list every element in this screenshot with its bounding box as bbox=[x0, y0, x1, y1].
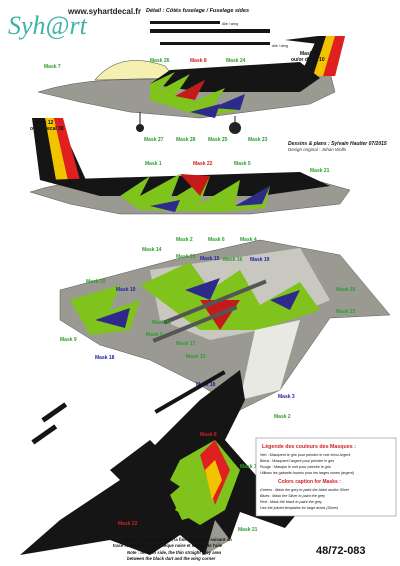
mask-label: Mask 25 bbox=[208, 137, 228, 143]
mask-label: Mask 19 bbox=[250, 257, 270, 263]
website-url: www.syhartdecal.fr bbox=[67, 7, 141, 16]
mask-label: Mask 5 bbox=[234, 161, 251, 167]
legend-line: Red : Mask the black to paint the grey bbox=[260, 500, 323, 504]
legend-line: Blues : Mask the Silver to paint the gre… bbox=[260, 494, 326, 498]
mask-label: Mask 8 bbox=[200, 432, 217, 438]
mask-label: Mask 23 bbox=[336, 309, 356, 315]
fuselage-detail-strips: Aile / wing Aile / wing bbox=[150, 21, 318, 48]
callout-line: Mask 13 bbox=[300, 51, 320, 57]
mask-label: Mask 7 bbox=[44, 64, 61, 70]
note-line: tracé rectiligne entre la flèque noire e… bbox=[113, 543, 223, 548]
mask-label: Mask 11 bbox=[152, 320, 171, 326]
mask-label: Mask 16 bbox=[223, 257, 243, 263]
mask-label: Mask 20 bbox=[176, 254, 196, 260]
mask-label: Mask 7 bbox=[240, 464, 257, 470]
mask-label: Mask 17 bbox=[176, 341, 196, 347]
mask-label: Mask 21 bbox=[310, 168, 330, 174]
top-view-labels: Mask 8 Mask 7 Mask 22 Mask 21 bbox=[118, 432, 258, 533]
mask-label: Mask 6 bbox=[208, 237, 225, 243]
side-view-right-labels: Mask 7 Mask 26 Mask 8 Mask 24 Mask 27 Ma… bbox=[44, 51, 325, 143]
legend-line: Bleus : Masquent l'argent pour peindre l… bbox=[260, 459, 334, 463]
mask-label: Mask 2 bbox=[274, 414, 291, 420]
mask-label: Mask 14 bbox=[142, 247, 162, 253]
mask-label: Mask 3 bbox=[278, 394, 295, 400]
callout-line: ou/or decal 38 bbox=[30, 126, 64, 132]
mask-label: Mask 9 bbox=[60, 337, 77, 343]
logo-text: Syh@rt bbox=[8, 11, 88, 40]
mask-label: Mask 22 bbox=[193, 161, 213, 167]
note-line: between the black dart and the wing corn… bbox=[127, 556, 216, 561]
side-view-left-labels: Mask 12 ou/or decal 38 Mask 1 Mask 22 Ma… bbox=[30, 120, 387, 243]
detail-title: Détail : Côtés fuselage / Fuselage sides bbox=[146, 8, 249, 14]
wing-tag-1: Aile / wing bbox=[222, 22, 238, 26]
mask-label: Mask 22 bbox=[118, 521, 138, 527]
notes: Notez : de chaque coté, la fine zone gri… bbox=[113, 537, 232, 561]
wing-tag-2: Aile / wing bbox=[272, 44, 288, 48]
logo: Syh@rt bbox=[8, 11, 88, 40]
mask-label: Mask 25 bbox=[336, 287, 356, 293]
mask-label: Mask 1 bbox=[145, 161, 162, 167]
callout-line: Mask 12 bbox=[34, 120, 54, 126]
color-legend: Légende des couleurs des Masques : Vert … bbox=[255, 437, 397, 517]
side-view-right bbox=[37, 36, 345, 134]
mask-label: Mask 9 bbox=[146, 332, 163, 338]
mask-label: Mask 18 bbox=[95, 355, 115, 361]
legend-title-en: Colors caption for Masks : bbox=[278, 479, 341, 485]
underside-view bbox=[59, 239, 391, 411]
mask-label: Mask 21 bbox=[238, 527, 258, 533]
mask-label: Mask 27 bbox=[144, 137, 164, 143]
legend-line: Greens : Mask the grey to paint the blac… bbox=[260, 488, 350, 492]
mask-label: Mask 8 bbox=[190, 58, 207, 64]
top-view bbox=[20, 370, 300, 555]
note-line: Notez : de chaque coté, la fine zone gri… bbox=[125, 537, 232, 542]
note-line: Note : on both side, the thin straight g… bbox=[127, 550, 222, 555]
mask-label: Mask 20 bbox=[86, 279, 106, 285]
legend-line: Use the joined templates for large areas… bbox=[260, 506, 339, 510]
underside-view-labels: Mask 14 Mask 20 Mask 15 Mask 16 Mask 19 … bbox=[60, 247, 356, 420]
mask-label: Mask 28 bbox=[176, 137, 196, 143]
mask-label: Mask 23 bbox=[248, 137, 268, 143]
side-view-left bbox=[29, 118, 351, 215]
mask-label: Mask 19 bbox=[116, 287, 136, 293]
callout-line: ou/or decal 10 bbox=[291, 57, 325, 63]
mask-label: Mask 15 bbox=[200, 256, 220, 262]
mask-label: Mask 2 bbox=[176, 237, 193, 243]
product-code: 48/72-083 bbox=[316, 545, 366, 557]
credits-line: Dessins & plans : Sylvain Hautier 07/201… bbox=[288, 141, 387, 147]
legend-line: Rouge : Masque le noir pour peindre le g… bbox=[260, 465, 331, 469]
legend-line: Vert : Masquent le gris pour peindre le … bbox=[260, 453, 350, 457]
mask-label: Mask 24 bbox=[226, 58, 246, 64]
credits-line: Design original : Johan Wolfs bbox=[288, 147, 347, 152]
legend-title-fr: Légende des couleurs des Masques : bbox=[262, 444, 356, 450]
mask-label: Mask 4 bbox=[240, 237, 257, 243]
mask-label: Mask 26 bbox=[150, 58, 170, 64]
legend-line: Utilisez les gabarits fournis pour les l… bbox=[260, 471, 354, 475]
mask-label: Mask 10 bbox=[186, 354, 206, 360]
